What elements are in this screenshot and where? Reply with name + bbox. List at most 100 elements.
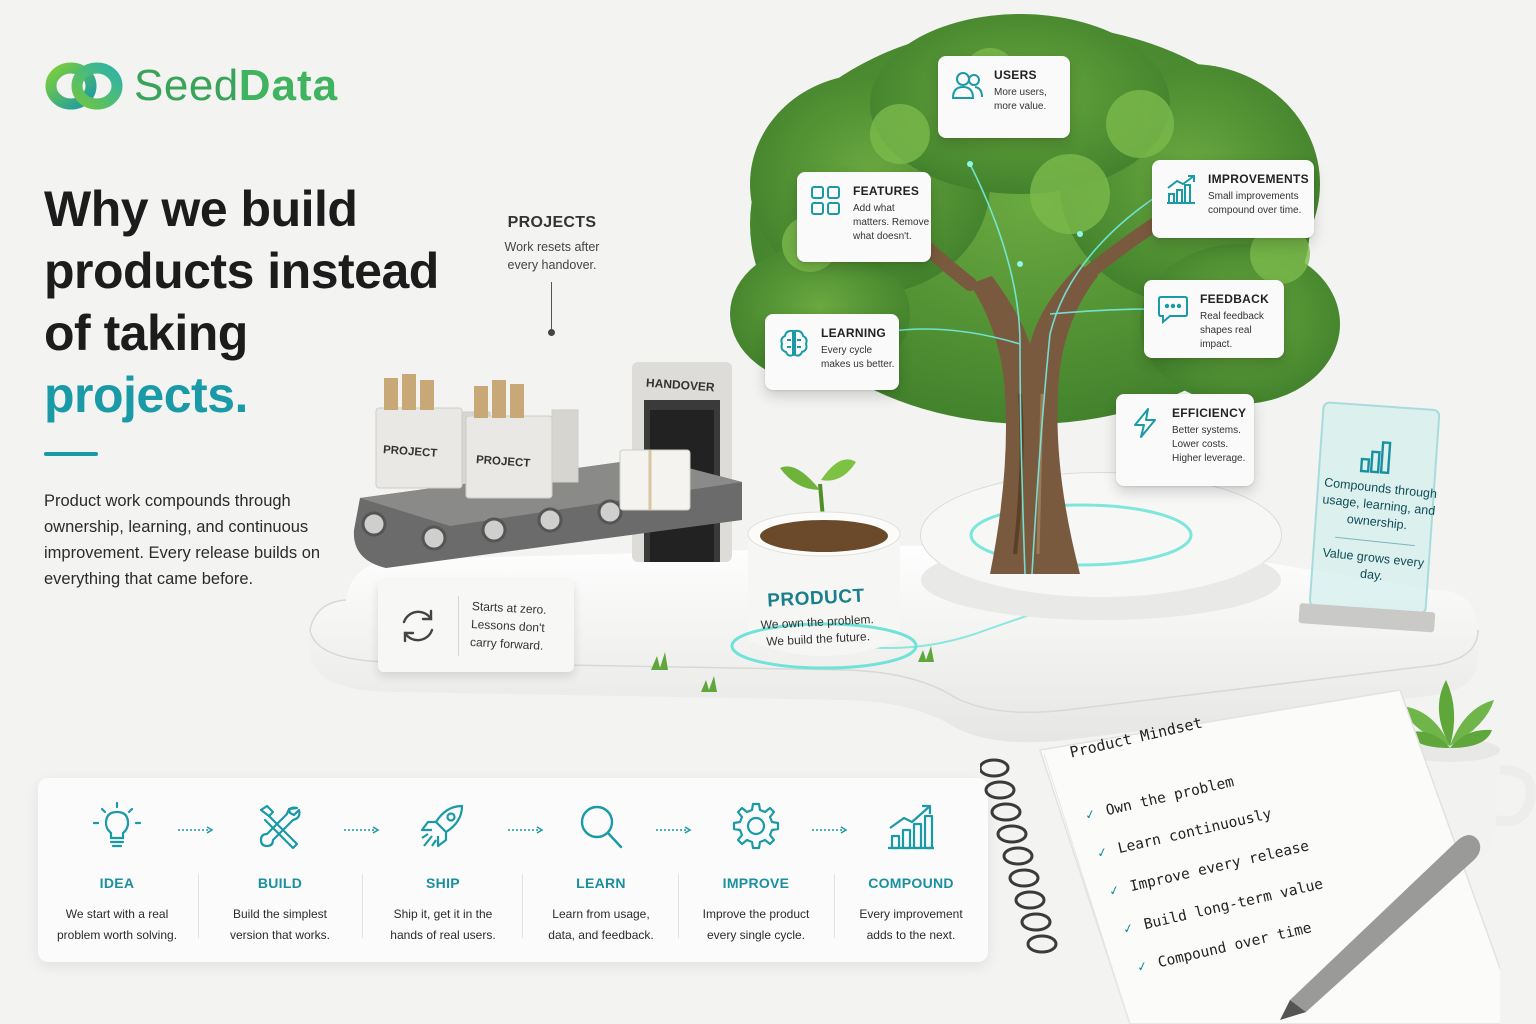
improve-desc-line-1: Improve the product <box>702 907 810 921</box>
ship-desc-line-2: hands of real users. <box>390 928 496 942</box>
improve-name: IMPROVE <box>722 875 790 891</box>
tree-card-feedback: FEEDBACK Real feedback shapes real impac… <box>1144 280 1284 358</box>
process-step-compound: COMPOUND Every improvement adds to the n… <box>836 778 986 962</box>
learn-desc-line-1: Learn from usage, <box>552 907 650 921</box>
arrow-icon <box>656 826 692 834</box>
glass-sign-divider <box>1335 536 1415 547</box>
arrow-icon <box>812 826 848 834</box>
projects-callout: PROJECTS Work resets after every handove… <box>488 214 616 274</box>
idea-desc: We start with a real problem worth solvi… <box>38 904 196 946</box>
features-desc: Add what matters. Remove what doesn't. <box>853 203 930 242</box>
process-step-ship: SHIP Ship it, get it in the hands of rea… <box>364 778 522 962</box>
feedback-desc: Real feedback shapes real impact. <box>1200 311 1264 350</box>
process-step-learn: LEARN Learn from usage, data, and feedba… <box>524 778 678 962</box>
headline-divider <box>44 452 98 456</box>
glass-sign-text: Compounds through usage, learning, and o… <box>1313 474 1439 590</box>
idea-name: IDEA <box>99 875 135 891</box>
compound-desc: Every improvement adds to the next. <box>836 904 986 946</box>
magnifier-icon <box>580 805 623 849</box>
improvements-desc: Small improvements compound over time. <box>1208 191 1302 216</box>
process-steps-panel: IDEA We start with a real problem worth … <box>38 778 988 962</box>
zero-card-text: Starts at zero. Lessons don't carry forw… <box>469 599 547 653</box>
efficiency-desc: Better systems. Lower costs. Higher leve… <box>1172 425 1246 464</box>
seeddata-logo-icon <box>45 62 123 110</box>
arrow-icon <box>178 826 214 834</box>
bolt-icon <box>1134 408 1156 438</box>
feedback-title: FEEDBACK <box>1200 292 1270 306</box>
build-name: BUILD <box>257 875 303 891</box>
build-desc: Build the simplest version that works. <box>200 904 360 946</box>
process-step-improve: IMPROVE Improve the product every single… <box>680 778 832 962</box>
projects-callout-title: PROJECTS <box>507 214 597 231</box>
callout-leader-dot <box>548 329 555 336</box>
arrow-icon <box>344 826 380 834</box>
tree-card-learning: LEARNING Every cycle makes us better. <box>765 314 899 390</box>
learning-title: LEARNING <box>821 326 887 340</box>
tree-card-efficiency: EFFICIENCY Better systems. Lower costs. … <box>1116 394 1254 486</box>
learn-name: LEARN <box>576 875 626 891</box>
step-divider <box>362 874 363 938</box>
callout-leader-line <box>551 282 552 332</box>
tools-icon <box>259 804 301 850</box>
ship-name: SHIP <box>426 875 460 891</box>
product-pot <box>730 459 918 670</box>
intro-paragraph: Product work compounds through ownership… <box>44 492 321 588</box>
growth-chart-icon <box>1167 175 1195 204</box>
improve-desc-line-2: every single cycle. <box>706 928 806 942</box>
gear-icon <box>732 802 780 850</box>
idea-desc-line-2: problem worth solving. <box>56 928 178 942</box>
chat-icon <box>1158 296 1188 325</box>
ship-desc-line-1: Ship it, get it in the <box>393 907 493 921</box>
headline-accent: projects. <box>44 367 248 423</box>
headline-line-2: products instead <box>44 243 439 299</box>
improvements-title: IMPROVEMENTS <box>1208 172 1309 186</box>
idea-desc-line-1: We start with a real <box>65 907 169 921</box>
compound-name: COMPOUND <box>868 875 954 891</box>
lightbulb-icon <box>92 801 142 848</box>
conveyor-belt <box>353 362 742 568</box>
page-title: Why we build products instead of taking … <box>44 178 464 426</box>
tree-card-users: USERS More users, more value. <box>938 56 1070 138</box>
users-title: USERS <box>994 68 1037 82</box>
users-icon <box>951 72 983 99</box>
ship-desc: Ship it, get it in the hands of real use… <box>364 904 522 946</box>
refresh-icon <box>402 609 434 643</box>
process-step-idea: IDEA We start with a real problem worth … <box>38 778 196 962</box>
step-divider <box>678 874 679 938</box>
glass-sign <box>1298 401 1441 633</box>
starts-at-zero-card: Starts at zero. Lessons don't carry forw… <box>378 580 574 672</box>
product-pot-label: PRODUCT We own the problem. We build the… <box>751 585 884 652</box>
brand-wordmark: SeedData <box>134 61 338 111</box>
tree-card-features: FEATURES Add what matters. Remove what d… <box>797 172 931 262</box>
projects-callout-desc: Work resets after every handover. <box>504 240 600 272</box>
zero-card-divider <box>458 596 459 656</box>
step-divider <box>834 874 835 938</box>
improve-desc: Improve the product every single cycle. <box>680 904 832 946</box>
notebook <box>980 690 1500 1024</box>
efficiency-title: EFFICIENCY <box>1172 406 1247 420</box>
users-desc: More users, more value. <box>994 87 1047 112</box>
growth-chart-icon <box>888 804 934 850</box>
glass-sign-main: Compounds through usage, learning, and o… <box>1321 475 1438 533</box>
learning-desc: Every cycle makes us better. <box>821 345 895 370</box>
build-desc-line-2: version that works. <box>229 928 331 942</box>
process-step-build: BUILD Build the simplest version that wo… <box>200 778 360 962</box>
rocket-icon <box>420 804 464 848</box>
brand-logo: SeedData <box>44 58 338 114</box>
headline-line-3: of taking <box>44 305 248 361</box>
step-divider <box>198 874 199 938</box>
headline-line-1: Why we build <box>44 181 358 237</box>
brain-icon <box>780 329 808 357</box>
compound-desc-line-2: adds to the next. <box>866 928 956 942</box>
learn-desc-line-2: data, and feedback. <box>548 928 654 942</box>
brand-word-data: Data <box>238 61 339 110</box>
learn-desc: Learn from usage, data, and feedback. <box>524 904 678 946</box>
features-title: FEATURES <box>853 184 920 198</box>
grid-icon <box>811 186 840 215</box>
build-desc-line-1: Build the simplest <box>232 907 328 921</box>
step-divider <box>522 874 523 938</box>
brand-word-seed: Seed <box>134 61 239 110</box>
compound-desc-line-1: Every improvement <box>859 907 963 921</box>
tree-card-improvements: IMPROVEMENTS Small improvements compound… <box>1152 160 1314 238</box>
arrow-icon <box>508 826 544 834</box>
